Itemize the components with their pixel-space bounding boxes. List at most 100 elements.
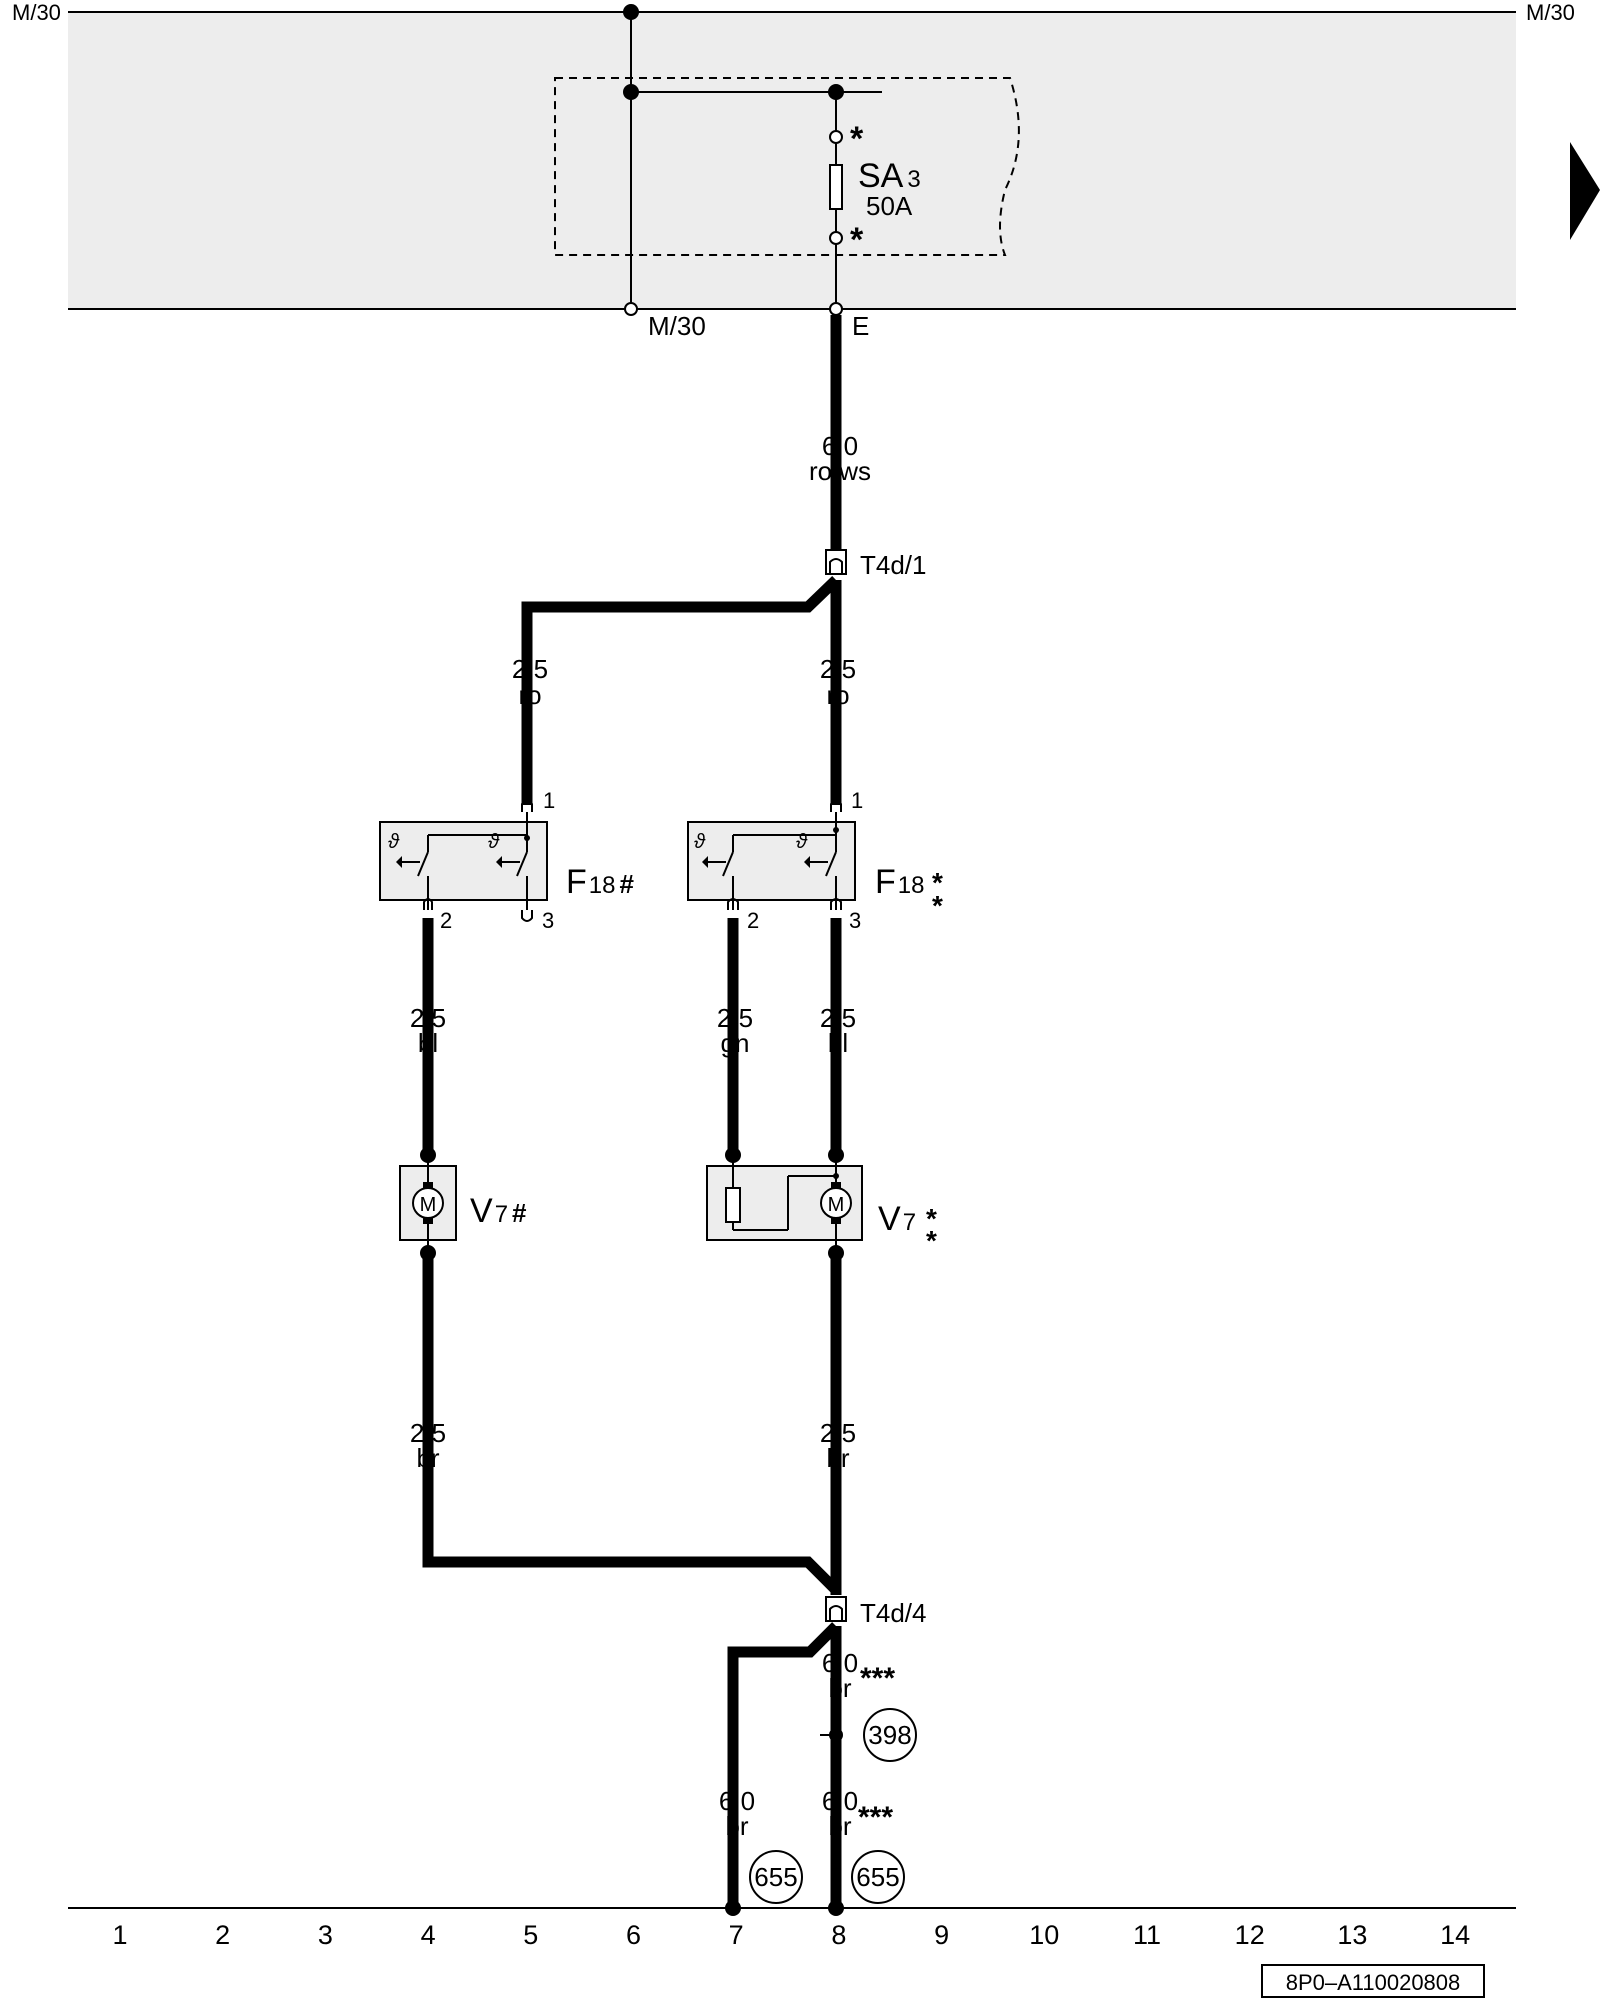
column-number: 8 <box>831 1920 846 1950</box>
terminal-m30 <box>624 302 638 316</box>
wire-left-switch-out-color: bl <box>418 1028 438 1058</box>
thermal-switch-icon: ϑ <box>488 831 500 853</box>
wire-ground-col7 <box>727 1622 840 1908</box>
node-motor-left-top <box>420 1147 436 1163</box>
switch-right-pin1: 1 <box>851 788 863 813</box>
node-motor-right-top <box>828 1147 844 1163</box>
fuse-terminal-top <box>829 130 843 144</box>
node-bus-right <box>828 84 844 100</box>
ground-655-col8-badge <box>851 1850 905 1904</box>
motor-right-index: 7 <box>903 1209 916 1236</box>
fuse-index: 3 <box>907 166 920 193</box>
connector-t4d4-label: T4d/4 <box>860 1598 927 1628</box>
fuse-carrier-band <box>68 12 1516 309</box>
connector-t4d4-pin <box>829 1605 843 1621</box>
thermal-switch-icon: ϑ <box>388 831 400 853</box>
terminal-m30-label: M/30 <box>648 311 706 341</box>
switch-left-label: F18# <box>566 863 634 901</box>
wire-left-feed-size: 2,5 <box>512 654 548 684</box>
column-number: 7 <box>729 1920 744 1950</box>
motor-v7-left: M <box>399 1160 457 1246</box>
wire-left-motor-ground-size: 2,5 <box>410 1418 446 1448</box>
resistor-icon <box>725 1187 741 1223</box>
rail-top-right-label: M/30 <box>1526 0 1575 25</box>
node-motor-right-res <box>725 1147 741 1163</box>
splice-398-badge <box>863 1708 917 1762</box>
pin-connector-icon <box>521 800 533 812</box>
wire-right-motor-ground-size: 2,5 <box>820 1418 856 1448</box>
rail-top-left-label: M/30 <box>12 0 61 25</box>
motor-right-label: V7 <box>878 1200 916 1238</box>
switch-f18-right: ϑ ϑ <box>687 800 856 910</box>
pin-connector-icon <box>830 800 842 812</box>
fuse-marker-top: * <box>850 120 864 158</box>
switch-right-marker-a: * <box>932 867 943 898</box>
fuse-rating: 50A <box>866 191 913 221</box>
triangle-right-icon[interactable] <box>1570 142 1600 240</box>
motor-v7-right: M <box>706 1160 863 1246</box>
wire-main-feed-color: ro/ws <box>809 456 871 486</box>
column-number: 3 <box>318 1920 333 1950</box>
fuse-icon <box>829 164 843 210</box>
switch-left-marker: # <box>619 869 634 899</box>
fuse-box-outline <box>554 77 1020 256</box>
column-number: 14 <box>1440 1920 1470 1950</box>
motor-icon <box>412 1187 444 1219</box>
wire-right-switch-out2-color: gn <box>721 1028 750 1058</box>
wire-left-motor-ground-color: br <box>416 1443 439 1473</box>
switch-right-index: 18 <box>898 872 925 899</box>
thermal-switch-icon: ϑ <box>796 831 808 853</box>
doc-id-label: 8P0–A110020808 <box>1286 1970 1461 1995</box>
wire-right-feed-size: 2,5 <box>820 654 856 684</box>
motor-right-symbol: M <box>828 1194 845 1216</box>
motor-left-symbol: M <box>420 1194 437 1216</box>
column-number: 5 <box>523 1920 538 1950</box>
wire-ground-upper-marker: *** <box>860 1662 895 1695</box>
wire-left-switch-out-size: 2,5 <box>410 1003 446 1033</box>
column-number: 2 <box>215 1920 230 1950</box>
switch-left-pin1: 1 <box>543 788 555 813</box>
motor-left-marker: # <box>512 1198 527 1228</box>
wire-ground-lower-color: br <box>828 1811 851 1841</box>
wire-ground-upper-size: 6,0 <box>822 1648 858 1678</box>
wire-left-motor-ground <box>422 1255 840 1594</box>
ground-655-col7-badge <box>749 1850 803 1904</box>
wire-ground-col7-size: 6,0 <box>719 1786 755 1816</box>
column-number: 12 <box>1235 1920 1265 1950</box>
thermal-switch-icon: ϑ <box>694 831 706 853</box>
motor-left-index: 7 <box>495 1201 508 1228</box>
switch-right-marker-b: * <box>932 890 943 921</box>
fuse-terminal-bottom <box>829 231 843 245</box>
switch-f18-left: ϑ ϑ <box>379 800 548 922</box>
motor-left-label: V7# <box>470 1192 527 1230</box>
wire-right-motor-ground-color: br <box>826 1443 849 1473</box>
wire-right-feed-color: ro <box>826 680 849 710</box>
node-bus-left <box>623 84 639 100</box>
terminal-e <box>829 302 843 316</box>
column-number: 6 <box>626 1920 641 1950</box>
node-top-rail <box>623 4 639 20</box>
splice-398-node <box>829 1728 843 1742</box>
splice-398-label: 398 <box>868 1720 911 1750</box>
column-number: 13 <box>1337 1920 1367 1950</box>
column-number: 11 <box>1133 1920 1161 1950</box>
column-number: 4 <box>421 1920 436 1950</box>
column-number: 9 <box>934 1920 949 1950</box>
wire-right-switch-out2-size: 2,5 <box>717 1003 753 1033</box>
wire-main-feed-size: 6,0 <box>822 431 858 461</box>
wire-right-switch-out3-color: bl <box>828 1028 848 1058</box>
switch-left-pin3: 3 <box>542 908 554 933</box>
switch-left-pin2: 2 <box>440 908 452 933</box>
wire-ground-lower-marker: *** <box>858 1801 893 1834</box>
switch-right-pin2: 2 <box>747 908 759 933</box>
fuse-marker-bottom: * <box>850 221 864 259</box>
motor-right-marker-b: * <box>926 1225 937 1256</box>
switch-right-label: F18 <box>875 863 924 901</box>
motor-icon <box>820 1187 852 1219</box>
wire-ground-lower-size: 6,0 <box>822 1786 858 1816</box>
wire-right-switch-out3-size: 2,5 <box>820 1003 856 1033</box>
wire-ground-upper-color: br <box>828 1673 851 1703</box>
